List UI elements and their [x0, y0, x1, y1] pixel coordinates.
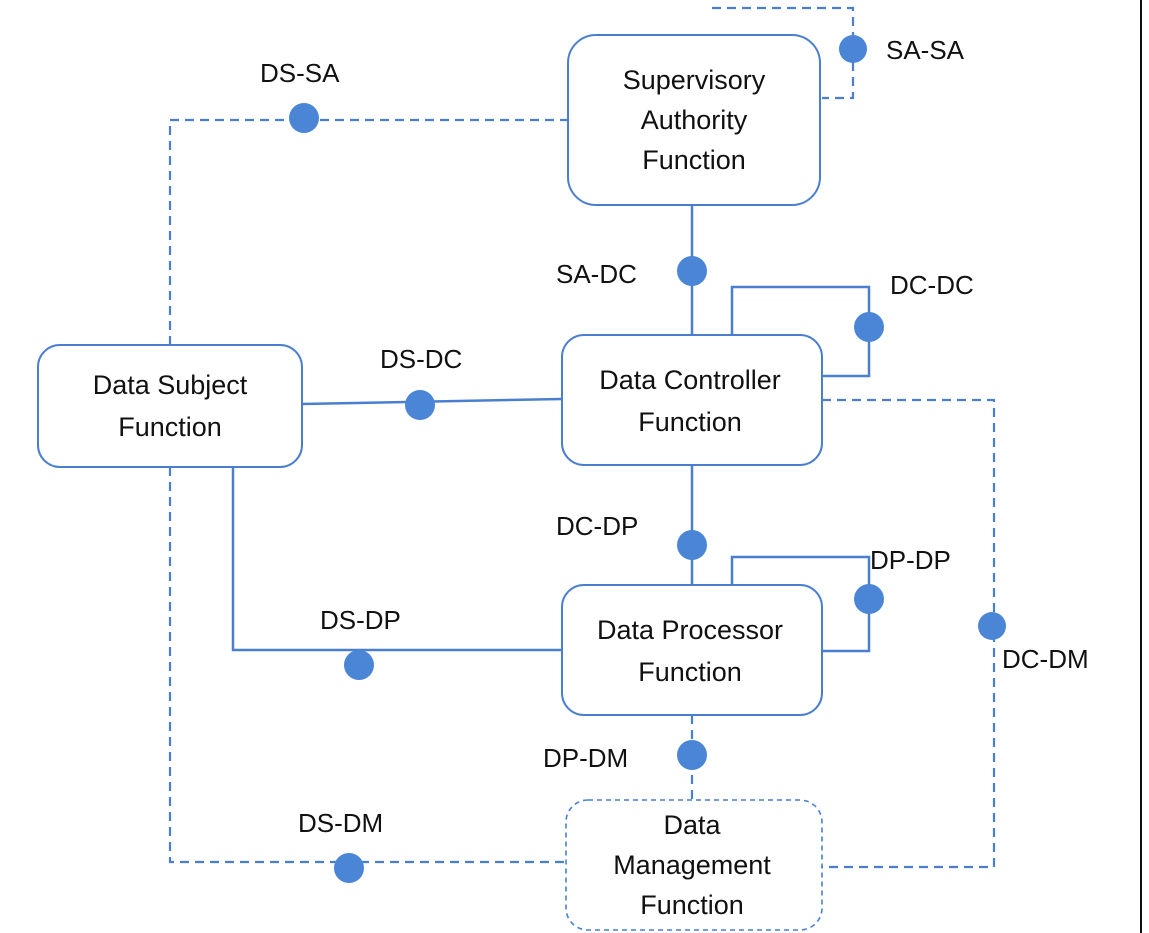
- dot-dp-dm: [677, 740, 707, 770]
- data-management-node: Data Management Function: [565, 799, 823, 931]
- dot-dc-dp: [677, 530, 707, 560]
- dot-dc-dm: [978, 612, 1006, 640]
- edge-label-dc-dp: DC-DP: [556, 511, 638, 541]
- data-management-label-1: Data: [663, 810, 721, 840]
- edge-label-ds-dc: DS-DC: [380, 344, 462, 374]
- data-management-box: [565, 799, 823, 931]
- supervisory-authority-box: [567, 34, 821, 206]
- data-subject-box: [37, 344, 303, 468]
- dot-ds-dm: [334, 853, 364, 883]
- edge-label-dp-dp: DP-DP: [870, 545, 951, 575]
- link-ds-sa: [168, 118, 568, 345]
- dot-sa-sa: [839, 35, 867, 63]
- link-dc-dm: [822, 398, 996, 869]
- data-subject-label-2: Function: [118, 412, 222, 442]
- data-subject-node: Data Subject Function: [37, 344, 303, 468]
- edge-label-dc-dm: DC-DM: [1002, 644, 1089, 674]
- supervisory-authority-label-2: Authority: [641, 105, 748, 135]
- data-management-label-2: Management: [613, 850, 771, 880]
- data-controller-label-2: Function: [638, 407, 742, 437]
- supervisory-authority-label-3: Function: [642, 145, 746, 175]
- supervisory-authority-label-1: Supervisory: [623, 65, 766, 95]
- dot-ds-dc: [405, 390, 435, 420]
- data-processor-label-2: Function: [638, 657, 742, 687]
- edge-label-sa-dc: SA-DC: [556, 259, 637, 289]
- data-controller-node: Data Controller Function: [561, 334, 823, 466]
- edge-label-ds-sa: DS-SA: [260, 58, 340, 88]
- data-processor-node: Data Processor Function: [561, 584, 823, 716]
- link-dc-dc: [730, 285, 871, 378]
- data-subject-label-1: Data Subject: [93, 370, 248, 400]
- dot-ds-sa: [289, 103, 319, 133]
- edge-label-dc-dc: DC-DC: [890, 270, 974, 300]
- edge-label-dp-dm: DP-DM: [543, 743, 628, 773]
- dot-sa-dc: [677, 256, 707, 286]
- dot-ds-dp: [344, 650, 374, 680]
- supervisory-authority-node: Supervisory Authority Function: [567, 34, 821, 206]
- data-management-label-3: Function: [640, 890, 744, 920]
- data-controller-box: [561, 334, 823, 466]
- data-controller-label-1: Data Controller: [599, 365, 781, 395]
- edge-label-ds-dm: DS-DM: [298, 808, 383, 838]
- dot-dc-dc: [854, 312, 884, 342]
- link-ds-dm: [168, 467, 566, 864]
- dot-dp-dp: [854, 584, 884, 614]
- data-processor-box: [561, 584, 823, 716]
- edge-label-ds-dp: DS-DP: [320, 605, 401, 635]
- link-dp-dp: [730, 555, 871, 653]
- link-ds-dp: [231, 447, 562, 652]
- edge-label-sa-sa: SA-SA: [886, 35, 965, 65]
- data-processor-label-1: Data Processor: [597, 615, 783, 645]
